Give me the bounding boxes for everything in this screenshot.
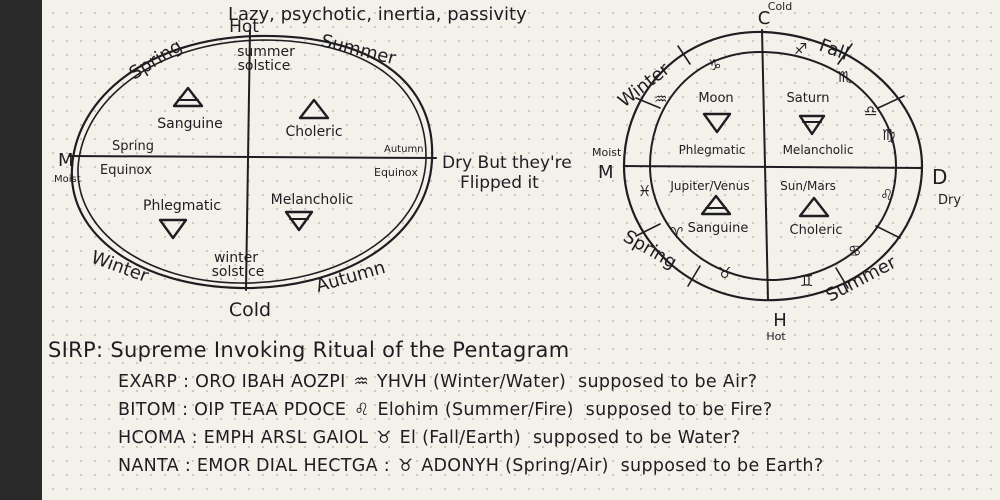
right-wheel-fall-label: Fall bbox=[816, 35, 851, 65]
right-wheel-moon-label: Moon bbox=[698, 91, 733, 106]
left-wheel-spring-label: Spring bbox=[126, 36, 186, 85]
aries-icon: ♈ bbox=[670, 224, 683, 242]
zodiac-divider bbox=[687, 265, 701, 287]
right-wheel-moist-word: Moist bbox=[592, 146, 622, 159]
left-wheel-winter-label: Winter bbox=[88, 247, 152, 287]
water-triangle-icon bbox=[158, 218, 188, 240]
right-wheel-melancholic-label: Melancholic bbox=[783, 143, 854, 157]
earth-triangle-icon bbox=[284, 210, 314, 232]
right-wheel-sun-mars-label: Sun/Mars bbox=[780, 179, 836, 193]
right-wheel-zodiac-dividers bbox=[635, 43, 905, 289]
taurus-icon: ♉ bbox=[718, 264, 731, 282]
left-wheel-dry-note-1: Dry But they're bbox=[442, 153, 572, 173]
zodiac-divider bbox=[677, 45, 691, 65]
right-wheel-outer-ring bbox=[622, 30, 924, 302]
left-wheel-winter-solstice-1: winter bbox=[214, 250, 258, 266]
left-wheel-outline bbox=[70, 34, 434, 290]
left-wheel-moist-letter: M bbox=[58, 150, 74, 171]
scorpio-icon: ♏ bbox=[838, 68, 852, 86]
left-wheel-outline-inner bbox=[77, 39, 427, 284]
right-wheel-dry-word: Dry bbox=[938, 193, 961, 208]
right-wheel-sanguine-label: Sanguine bbox=[688, 221, 749, 236]
left-wheel-dry-note-2: Flipped it bbox=[460, 173, 539, 193]
sagittarius-icon: ♐ bbox=[794, 40, 807, 58]
right-humor-wheel: ♐ ♏ ♎ ♍ ♌ ♋ ♊ ♉ ♈ ♓ ♒ ♑ C Cold H Hot M M… bbox=[592, 0, 961, 343]
right-wheel-inner-ring bbox=[649, 50, 897, 282]
right-wheel-vertical-axis bbox=[761, 29, 769, 301]
right-wheel-dry-letter: D bbox=[932, 165, 947, 189]
leo-icon: ♌ bbox=[880, 186, 893, 204]
left-wheel-horizontal-axis bbox=[69, 155, 437, 159]
left-wheel-autumn-equinox-2: Equinox bbox=[374, 166, 418, 179]
left-wheel-summer-solstice-1: summer bbox=[237, 44, 295, 60]
left-wheel-choleric-label: Choleric bbox=[285, 124, 342, 140]
right-wheel-hot-word: Hot bbox=[766, 330, 786, 343]
zodiac-divider bbox=[877, 95, 905, 109]
left-wheel-winter-solstice-2: solstice bbox=[212, 264, 265, 280]
right-wheel-phlegmatic-label: Phlegmatic bbox=[679, 143, 746, 157]
left-wheel-autumn-equinox-1: Autumn bbox=[384, 144, 424, 155]
right-wheel-cold-word: Cold bbox=[768, 0, 792, 13]
zodiac-divider bbox=[835, 267, 849, 289]
left-wheel-cold-label: Cold bbox=[229, 299, 271, 321]
left-wheel-summer-solstice-2: solstice bbox=[238, 58, 291, 74]
left-wheel-vertical-axis bbox=[245, 29, 251, 291]
right-wheel-horizontal-axis bbox=[623, 165, 923, 169]
zodiac-divider bbox=[635, 223, 661, 237]
zodiac-divider bbox=[635, 97, 661, 109]
right-wheel-jupiter-venus-label: Jupiter/Venus bbox=[669, 179, 749, 193]
water-triangle-icon bbox=[702, 112, 732, 134]
fire-triangle-icon bbox=[700, 194, 732, 216]
left-wheel-spring-equinox-1: Spring bbox=[112, 139, 154, 154]
pisces-icon: ♓ bbox=[638, 182, 651, 200]
cancer-icon: ♋ bbox=[848, 242, 861, 260]
left-wheel-spring-equinox-2: Equinox bbox=[100, 163, 152, 178]
fire-triangle-icon bbox=[798, 196, 830, 218]
aquarius-icon: ♒ bbox=[654, 90, 667, 108]
right-wheel-hot-letter: H bbox=[773, 310, 787, 331]
right-wheel-cold-letter: C bbox=[758, 8, 771, 29]
left-wheel-phlegmatic-label: Phlegmatic bbox=[143, 198, 221, 214]
fire-triangle-icon bbox=[172, 86, 204, 108]
zodiac-divider bbox=[875, 225, 901, 239]
left-humor-wheel: Hot Cold M Moist Dry But they're Flipped… bbox=[54, 17, 572, 321]
fire-triangle-icon bbox=[298, 98, 330, 120]
right-wheel-choleric-label: Choleric bbox=[790, 223, 843, 238]
right-wheel-moist-letter: M bbox=[598, 162, 614, 183]
zodiac-divider bbox=[837, 43, 853, 65]
header-fragment: Lazy, psychotic, inertia, passivity bbox=[228, 4, 527, 25]
left-wheel-autumn-label: Autumn bbox=[314, 257, 388, 297]
right-wheel-saturn-label: Saturn bbox=[787, 91, 830, 106]
left-wheel-melancholic-label: Melancholic bbox=[271, 192, 354, 208]
left-wheel-summer-label: Summer bbox=[319, 30, 399, 69]
capricorn-icon: ♑ bbox=[708, 56, 721, 74]
left-wheel-hot-label: Hot bbox=[229, 17, 259, 37]
earth-triangle-icon bbox=[798, 114, 826, 136]
notebook-page bbox=[42, 0, 1000, 500]
virgo-icon: ♍ bbox=[882, 126, 895, 144]
libra-icon: ♎ bbox=[864, 102, 877, 120]
left-wheel-moist-word: Moist bbox=[54, 174, 81, 185]
left-wheel-sanguine-label: Sanguine bbox=[157, 116, 222, 132]
gemini-icon: ♊ bbox=[800, 272, 813, 290]
